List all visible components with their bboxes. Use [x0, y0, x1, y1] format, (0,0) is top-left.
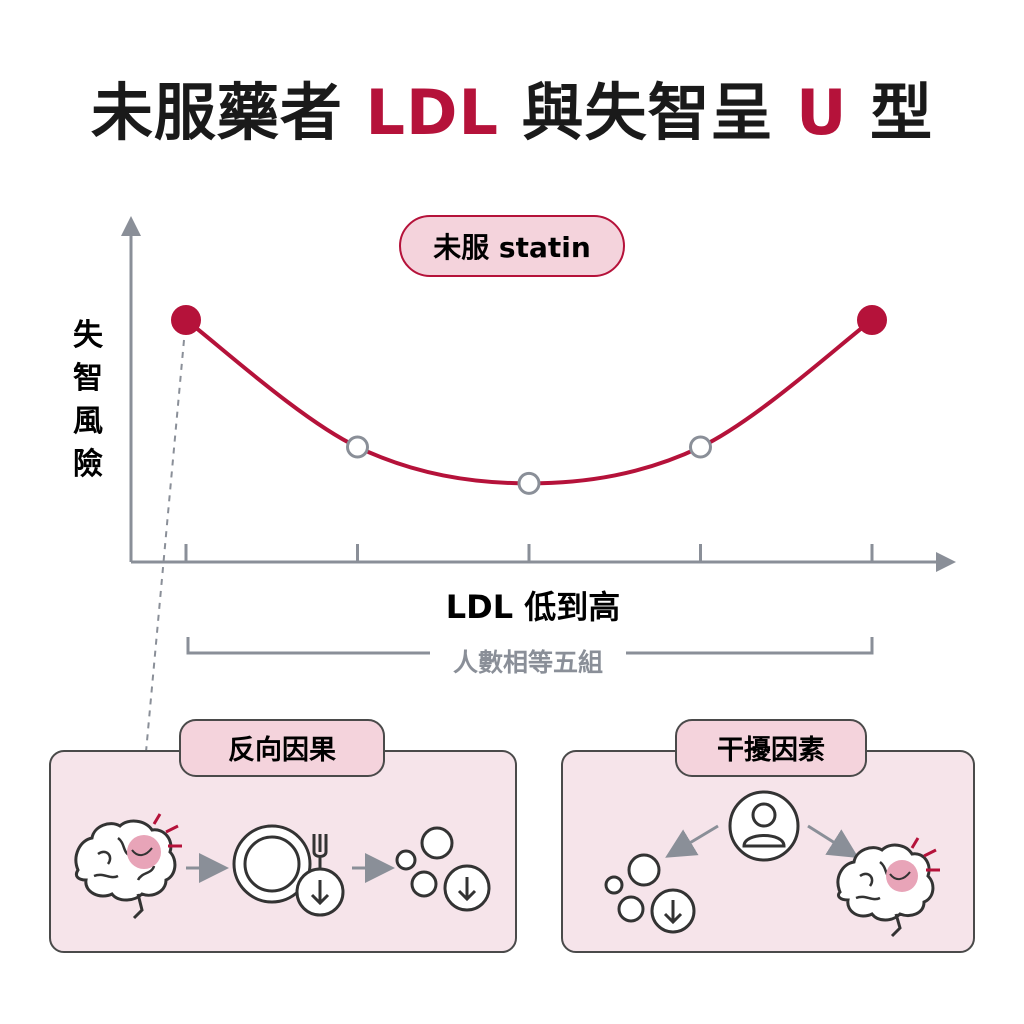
- group-pill-label: 未服 statin: [433, 231, 591, 264]
- left-panel-tag: [179, 719, 385, 777]
- data-point-2: [346, 435, 369, 459]
- y-label-char-2: 智: [73, 361, 103, 396]
- title-part-3: 型: [847, 76, 934, 149]
- person-icon: [728, 790, 800, 862]
- data-points: [171, 305, 887, 495]
- plate-fork-icon: [232, 824, 345, 917]
- arrow-right-down-icon: [807, 824, 859, 859]
- axes: [121, 216, 956, 572]
- title-ldl: LDL: [365, 76, 499, 149]
- left-panel-title: 反向因果: [228, 734, 336, 766]
- title-part-2: 與失智呈: [498, 76, 797, 149]
- y-axis-label: 失 智 風 險: [73, 318, 104, 482]
- group-pill: 未服 statin: [399, 215, 625, 277]
- y-label-char-3: 風: [73, 404, 103, 439]
- u-curve: [184, 318, 874, 486]
- title-u: U: [796, 76, 848, 149]
- data-point-3: [517, 471, 541, 495]
- brain-icon-right: [836, 837, 940, 938]
- title-part-1: 未服藥者: [90, 76, 366, 149]
- x-axis-ticks: [184, 544, 874, 562]
- arrow-left-down-icon: [665, 824, 719, 858]
- y-label-char-4: 險: [73, 447, 103, 482]
- circles-decrease-icon-right: [604, 853, 696, 934]
- x-axis-arrow-icon: [936, 552, 956, 572]
- right-panel-tag: [675, 719, 867, 777]
- group-bracket: 人數相等五組: [186, 637, 874, 677]
- panel-reverse-causation: 反向因果: [49, 719, 517, 953]
- brain-icon: [74, 813, 182, 920]
- right-panel-title: 干擾因素: [717, 735, 825, 766]
- page-title: 未服藥者 LDL 與失智呈 U 型: [0, 62, 1024, 152]
- circles-decrease-icon: [395, 826, 491, 912]
- data-point-5: [857, 305, 887, 335]
- y-label-char-1: 失: [73, 318, 104, 353]
- data-point-4: [689, 435, 712, 459]
- leader-dashed-line: [145, 339, 185, 753]
- panel-confounding: 干擾因素: [561, 719, 975, 953]
- bracket-label: 人數相等五組: [453, 648, 603, 677]
- data-point-1: [171, 305, 201, 335]
- x-axis-label: LDL 低到高: [446, 588, 621, 626]
- y-axis-arrow-icon: [121, 216, 141, 236]
